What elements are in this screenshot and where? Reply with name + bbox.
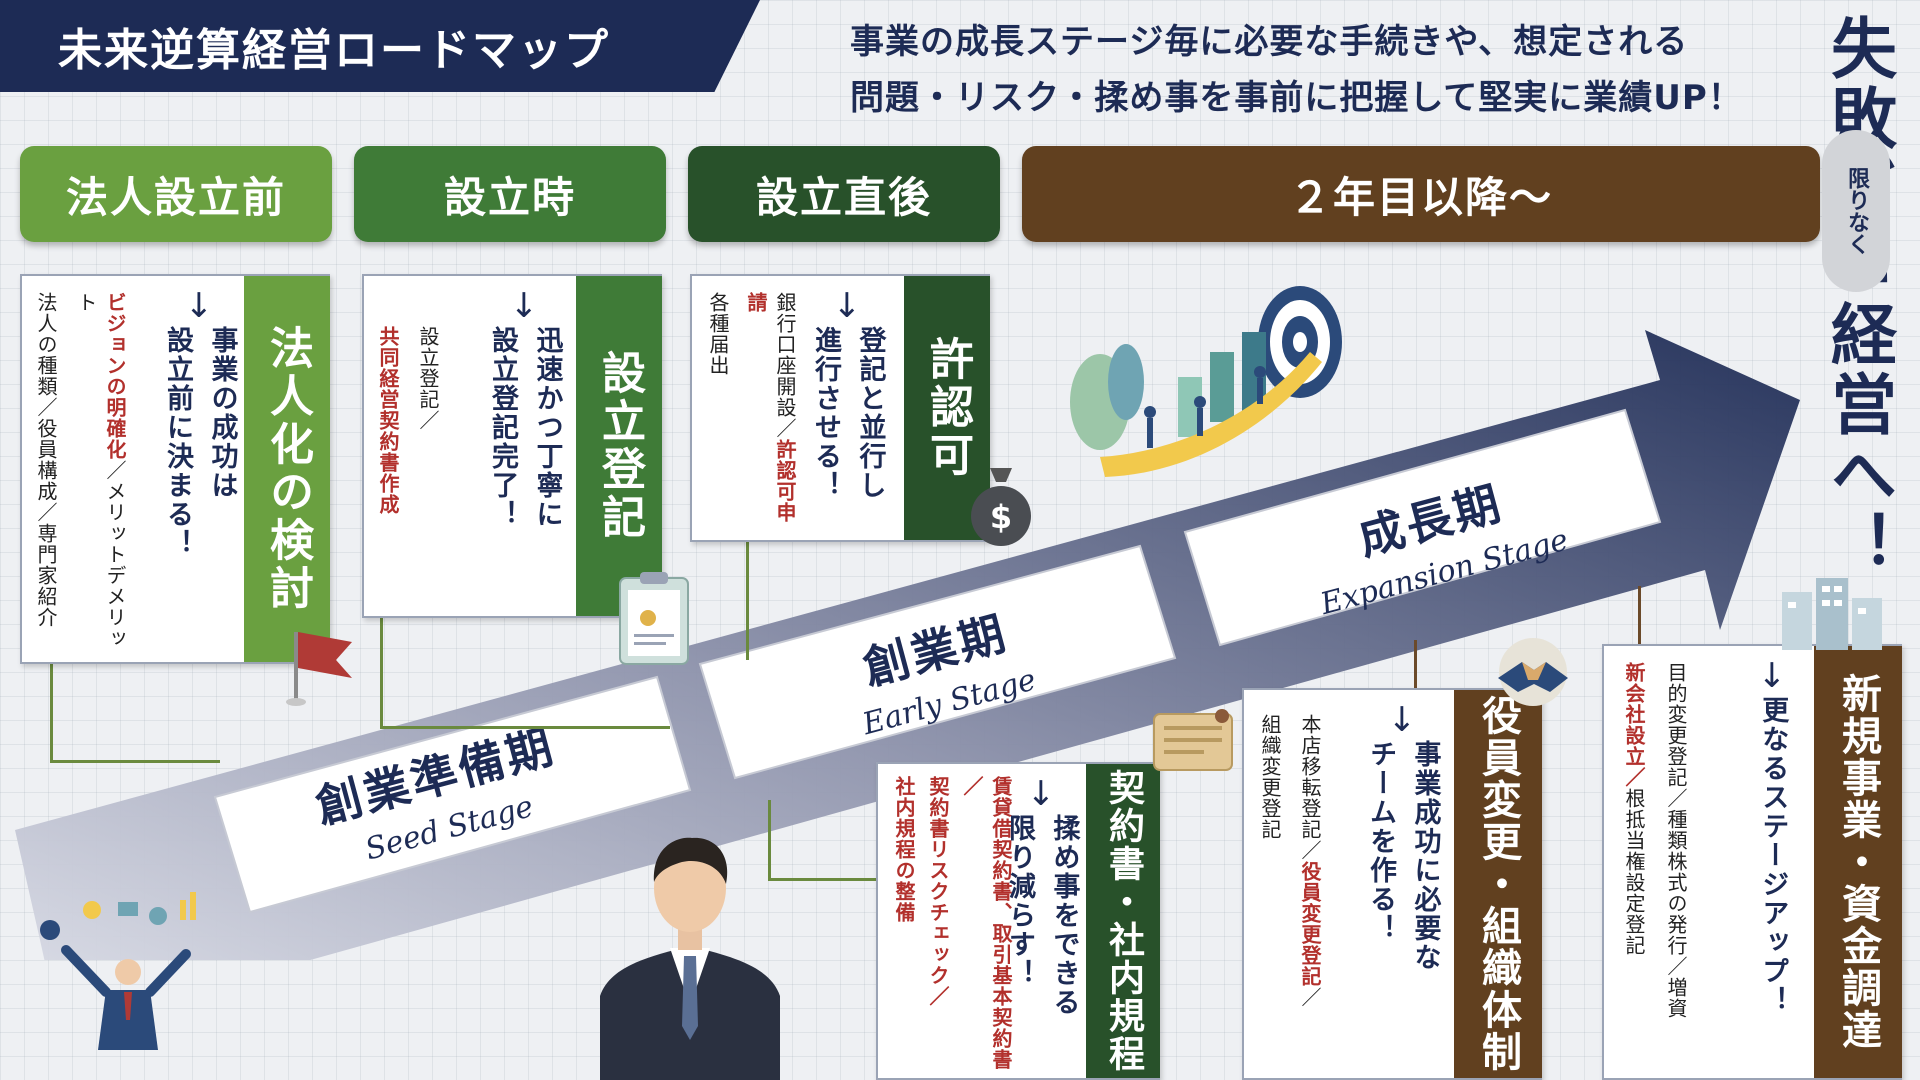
hojinka-tab: 法人化の検討	[244, 276, 330, 662]
keiyaku-red-2: 契約書リスクチェック／	[926, 776, 950, 1007]
setsuritsu-tab: 設立登記	[576, 276, 662, 616]
title-banner	[0, 0, 760, 92]
shinki-main-1: 更なるステージアップ！	[1757, 696, 1789, 1015]
page-title: 未来逆算経営ロードマップ	[58, 25, 610, 76]
yakuin-red: 役員変更登記	[1298, 861, 1322, 987]
connector-keiyaku-h	[768, 878, 876, 881]
hojinka-main-2: 設立前に決まる！	[162, 326, 193, 558]
growth-arrow	[15, 330, 1800, 960]
shinki-main: ↓ 更なるステージアップ！	[1734, 656, 1810, 1066]
connector-shinki	[1638, 586, 1641, 644]
idea-person-illustration	[40, 892, 196, 1050]
connector-kyoninka	[746, 542, 749, 660]
connector-setsuritsu-h	[380, 726, 670, 729]
setsuritsu-main-2: 設立登記完了！	[487, 326, 518, 529]
keiyaku-main: ↓ 揉め事をできる 限り減らす！	[996, 774, 1086, 1074]
setsuritsu-main-1: 迅速かつ丁寧に	[531, 326, 563, 529]
yakuin-main-1: 事業成功に必要な	[1409, 740, 1441, 972]
stage-header-post-incorporation: 設立直後	[688, 146, 1000, 242]
subtitle-line-2: 問題・リスク・揉め事を事前に把握して堅実に業績UP！	[850, 78, 1743, 118]
money-bag-icon: $	[971, 468, 1031, 546]
stage-header-second-year: ２年目以降～	[1022, 146, 1820, 242]
kyoninka-main-2: 進行させる！	[810, 326, 841, 500]
stage-header-pre-incorporation: 法人設立前	[20, 146, 332, 242]
buildings-icon	[1782, 578, 1882, 650]
kagiri-text: 限りなく	[1844, 167, 1869, 255]
shinki-tab: 新規事業・資金調達	[1814, 646, 1902, 1078]
clipboard-icon	[619, 572, 689, 665]
yakuin-black-tail: ／	[1298, 987, 1322, 1008]
down-arrow-icon: ↓	[184, 286, 214, 326]
target-growth-illustration	[1070, 286, 1342, 477]
stage-header-incorporation: 設立時	[354, 146, 666, 242]
yakuin-black2: 組織変更登記	[1258, 714, 1282, 840]
connector-setsuritsu	[380, 618, 383, 728]
hojinka-details: 法人の種類／役員構成／専門家紹介	[34, 292, 58, 628]
connector-hojinka	[50, 664, 53, 762]
handshake-icon	[1498, 638, 1568, 706]
setsuritsu-black: 設立登記／	[416, 326, 440, 431]
kyoninka-main: ↓ 登記と並行し 進行させる！	[792, 286, 902, 536]
hojinka-red: ビジョンの明確化	[103, 292, 127, 460]
hojinka-main-1: 事業の成功は	[206, 326, 238, 500]
connector-keiyaku	[768, 800, 771, 880]
yakuin-black: 本店移転登記／	[1298, 714, 1322, 861]
yakuin-main: ↓ 事業成功に必要な チームを作る！	[1352, 700, 1452, 1070]
card-shinki: 新会社設立／根抵当権設定登記 目的変更登記／種類株式の発行／増資 ↓ 更なるステ…	[1602, 644, 1902, 1080]
hojinka-main: ↓ 事業の成功は 設立前に決まる！	[154, 286, 244, 656]
hojinka-red-line: ビジョンの明確化／メリットデメリット	[72, 292, 130, 652]
card-yakuin: 組織変更登記 本店移転登記／役員変更登記／ ↓ 事業成功に必要な チームを作る！…	[1242, 688, 1542, 1080]
scroll-icon	[1153, 709, 1233, 771]
shinki-red: 新会社設立／	[1622, 662, 1646, 788]
kyoninka-black2: 各種届出	[706, 292, 730, 376]
phase-plate-seed	[213, 675, 692, 914]
setsuritsu-main: ↓ 迅速かつ丁寧に 設立登記完了！	[474, 286, 574, 616]
kyoninka-red: 許認可申請	[744, 292, 797, 523]
kyoninka-black: 銀行口座開設／	[773, 292, 797, 439]
card-keiyaku: 社内規程の整備 契約書リスクチェック／ 賃貸借契約書、取引基本契約書／ ↓ 揉め…	[876, 762, 1160, 1080]
kagiri-badge: 限りなく	[1822, 130, 1890, 292]
setsuritsu-red: 共同経営契約書作成	[376, 326, 400, 515]
down-arrow-icon: ↓	[1757, 656, 1787, 696]
subtitle-line-1: 事業の成長ステージ毎に必要な手続きや、想定される	[850, 22, 1689, 62]
svg-text:$: $	[990, 498, 1012, 536]
flag-icon	[286, 632, 352, 706]
shinki-black: 目的変更登記／種類株式の発行／増資	[1664, 662, 1688, 1019]
kyoninka-line2: 銀行口座開設／許認可申請	[742, 292, 800, 532]
yakuin-main-2: チームを作る！	[1365, 740, 1396, 943]
connector-yakuin	[1414, 640, 1417, 688]
keiyaku-main-1: 揉め事をできる	[1048, 814, 1080, 1017]
keiyaku-red-3: 社内規程の整備	[892, 776, 916, 923]
card-kyoninka: 各種届出 銀行口座開設／許認可申請 ↓ 登記と並行し 進行させる！ 許認可	[690, 274, 990, 542]
down-arrow-icon: ↓	[1026, 774, 1056, 814]
down-arrow-icon: ↓	[1387, 700, 1417, 740]
kyoninka-tab: 許認可	[904, 276, 990, 540]
hojinka-red-rest: ／メリットデメリット	[74, 292, 127, 649]
consultant-portrait	[600, 837, 780, 1080]
card-hojinka: 法人の種類／役員構成／専門家紹介 ビジョンの明確化／メリットデメリット ↓ 事業…	[20, 274, 330, 664]
slogan-management: 経営へ！	[1820, 300, 1897, 580]
keiyaku-red-1: 賃貸借契約書、取引基本契約書／	[960, 776, 1013, 1070]
keiyaku-main-2: 限り減らす！	[1004, 814, 1035, 988]
shinki-black2: 根抵当権設定登記	[1622, 788, 1646, 956]
yakuin-line: 本店移転登記／役員変更登記／	[1296, 714, 1325, 1074]
keiyaku-tab: 契約書・社内規程	[1086, 764, 1160, 1078]
down-arrow-icon: ↓	[832, 286, 862, 326]
kyoninka-main-1: 登記と並行し	[854, 326, 886, 500]
connector-hojinka-h	[50, 760, 220, 763]
phase-plate-expansion	[1183, 408, 1662, 647]
phase-plate-early	[698, 544, 1177, 780]
yakuin-tab: 役員変更・組織体制	[1454, 690, 1542, 1078]
shinki-line2: 新会社設立／根抵当権設定登記	[1620, 662, 1649, 1062]
down-arrow-icon: ↓	[509, 286, 539, 326]
card-setsuritsu: 共同経営契約書作成 設立登記／ ↓ 迅速かつ丁寧に 設立登記完了！ 設立登記	[362, 274, 662, 618]
